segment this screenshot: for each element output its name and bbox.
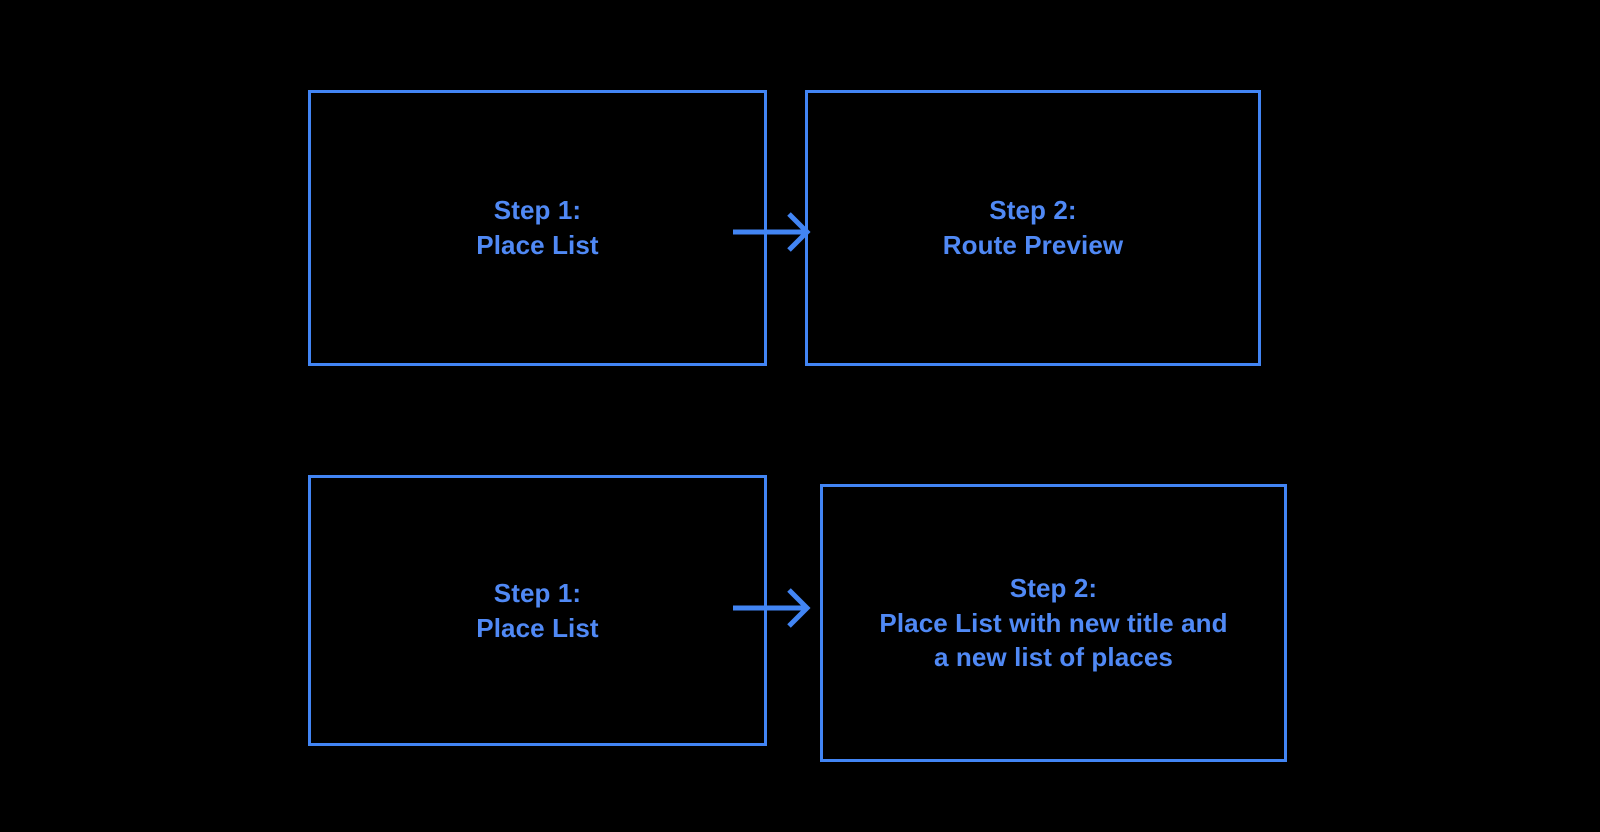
node-row1-step2[interactable]: Step 2: Route Preview: [805, 90, 1261, 366]
node-label: Step 1: Place List: [476, 195, 599, 260]
node-row2-step1[interactable]: Step 1: Place List: [308, 475, 767, 746]
node-row2-step2[interactable]: Step 2: Place List with new title and a …: [820, 484, 1287, 762]
node-label: Step 1: Place List: [476, 577, 599, 643]
node-row1-step1[interactable]: Step 1: Place List: [308, 90, 767, 366]
node-label: Step 2: Route Preview: [942, 195, 1124, 260]
node-label: Step 2: Place List with new title and a …: [879, 573, 1228, 673]
